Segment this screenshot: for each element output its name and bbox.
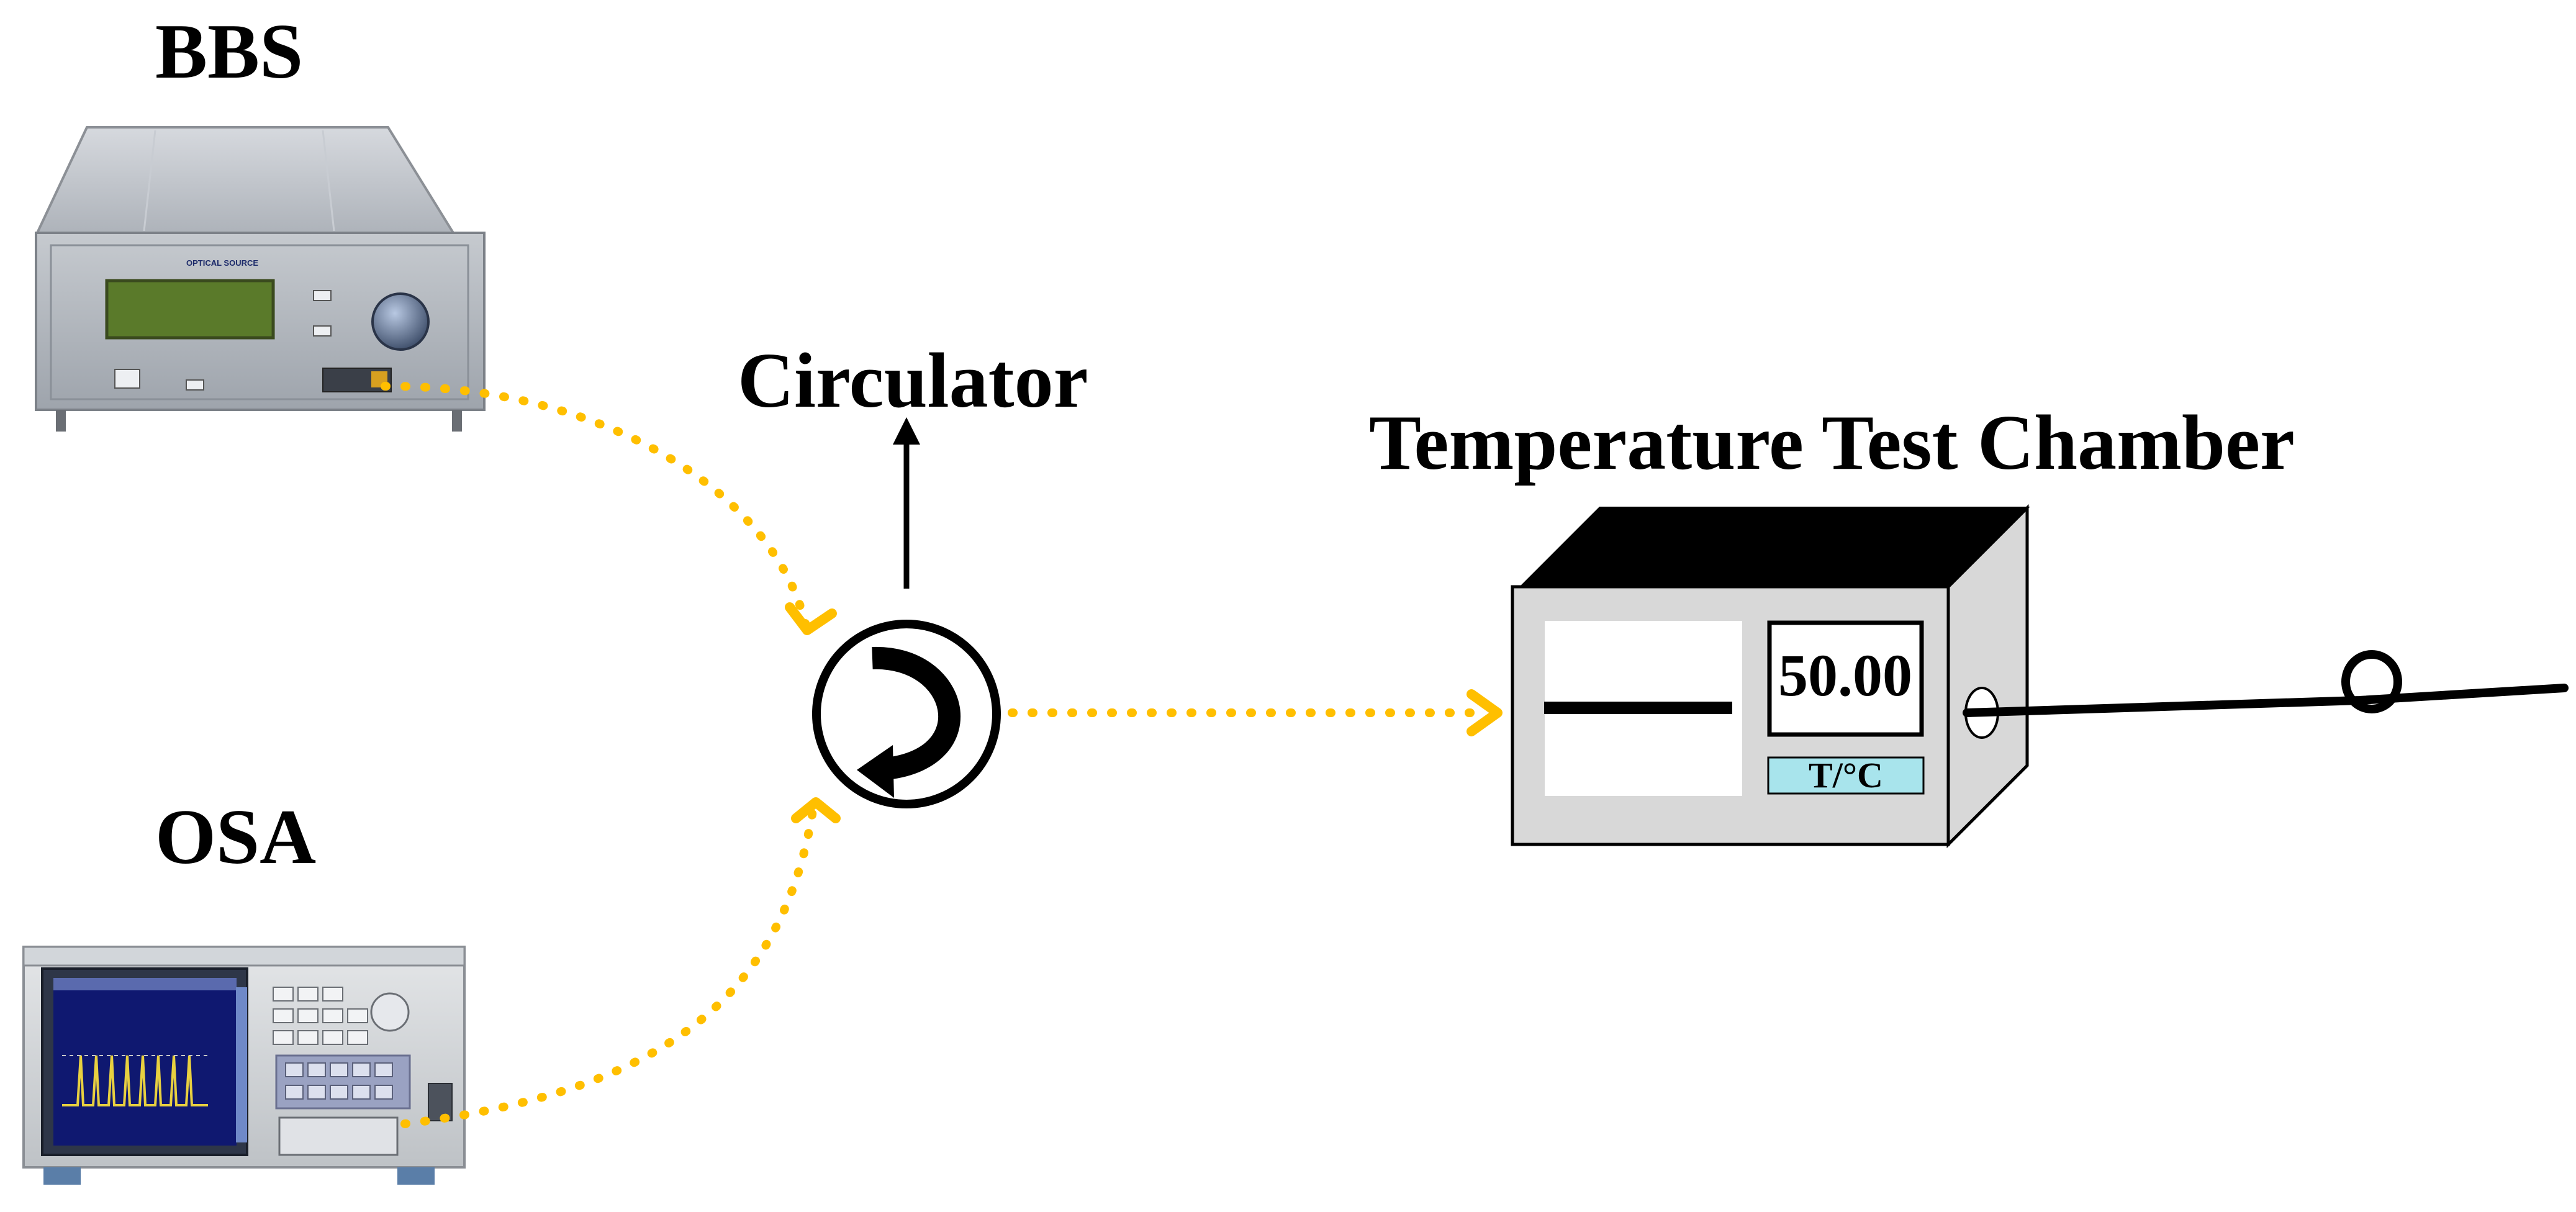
circulator-rotation-icon <box>872 646 961 780</box>
chamber-title: Temperature Test Chamber <box>1369 400 2295 486</box>
circulator <box>812 417 1001 808</box>
fiber-bbs-to-circulator <box>381 381 810 630</box>
fiber-osa-to-circulator <box>400 803 818 1128</box>
arrowhead-bbs-fiber <box>785 602 837 635</box>
osa-label: OSA <box>155 794 316 880</box>
bbs-panel-title: OPTICAL SOURCE <box>186 258 258 268</box>
temperature-chamber: 50.00 T/°C <box>1511 504 2030 849</box>
output-fiber <box>1963 650 2569 717</box>
osa-screen <box>53 978 237 1146</box>
bbs-device: OPTICAL SOURCE <box>35 126 486 432</box>
arrowhead-osa-fiber <box>791 797 841 823</box>
unit-label: T/°C <box>1809 755 1883 795</box>
osa-spectrum-trace <box>62 1055 208 1106</box>
output-fiber-line <box>1963 684 2569 717</box>
chamber-top <box>1518 507 2030 588</box>
circulator-label: Circulator <box>738 338 1088 424</box>
bbs-display <box>105 279 275 340</box>
bbs-knob <box>371 292 430 351</box>
circulator-up-arrow-icon <box>893 417 920 445</box>
unit-label-box <box>1767 756 1925 795</box>
temperature-reading: 50.00 <box>1778 642 1912 708</box>
fiber-paths <box>381 381 1491 1128</box>
circulator-rotation-arrowhead <box>857 745 894 798</box>
bbs-label: BBS <box>155 9 303 95</box>
circulator-ring <box>812 620 1001 808</box>
arrowhead-chamber-fiber <box>1467 689 1503 736</box>
fiber-arrowheads <box>785 602 1503 823</box>
temperature-display <box>1767 620 1924 737</box>
fiber-loop-icon <box>2341 650 2402 713</box>
osa-knob <box>370 992 410 1032</box>
osa-device <box>22 946 466 1185</box>
